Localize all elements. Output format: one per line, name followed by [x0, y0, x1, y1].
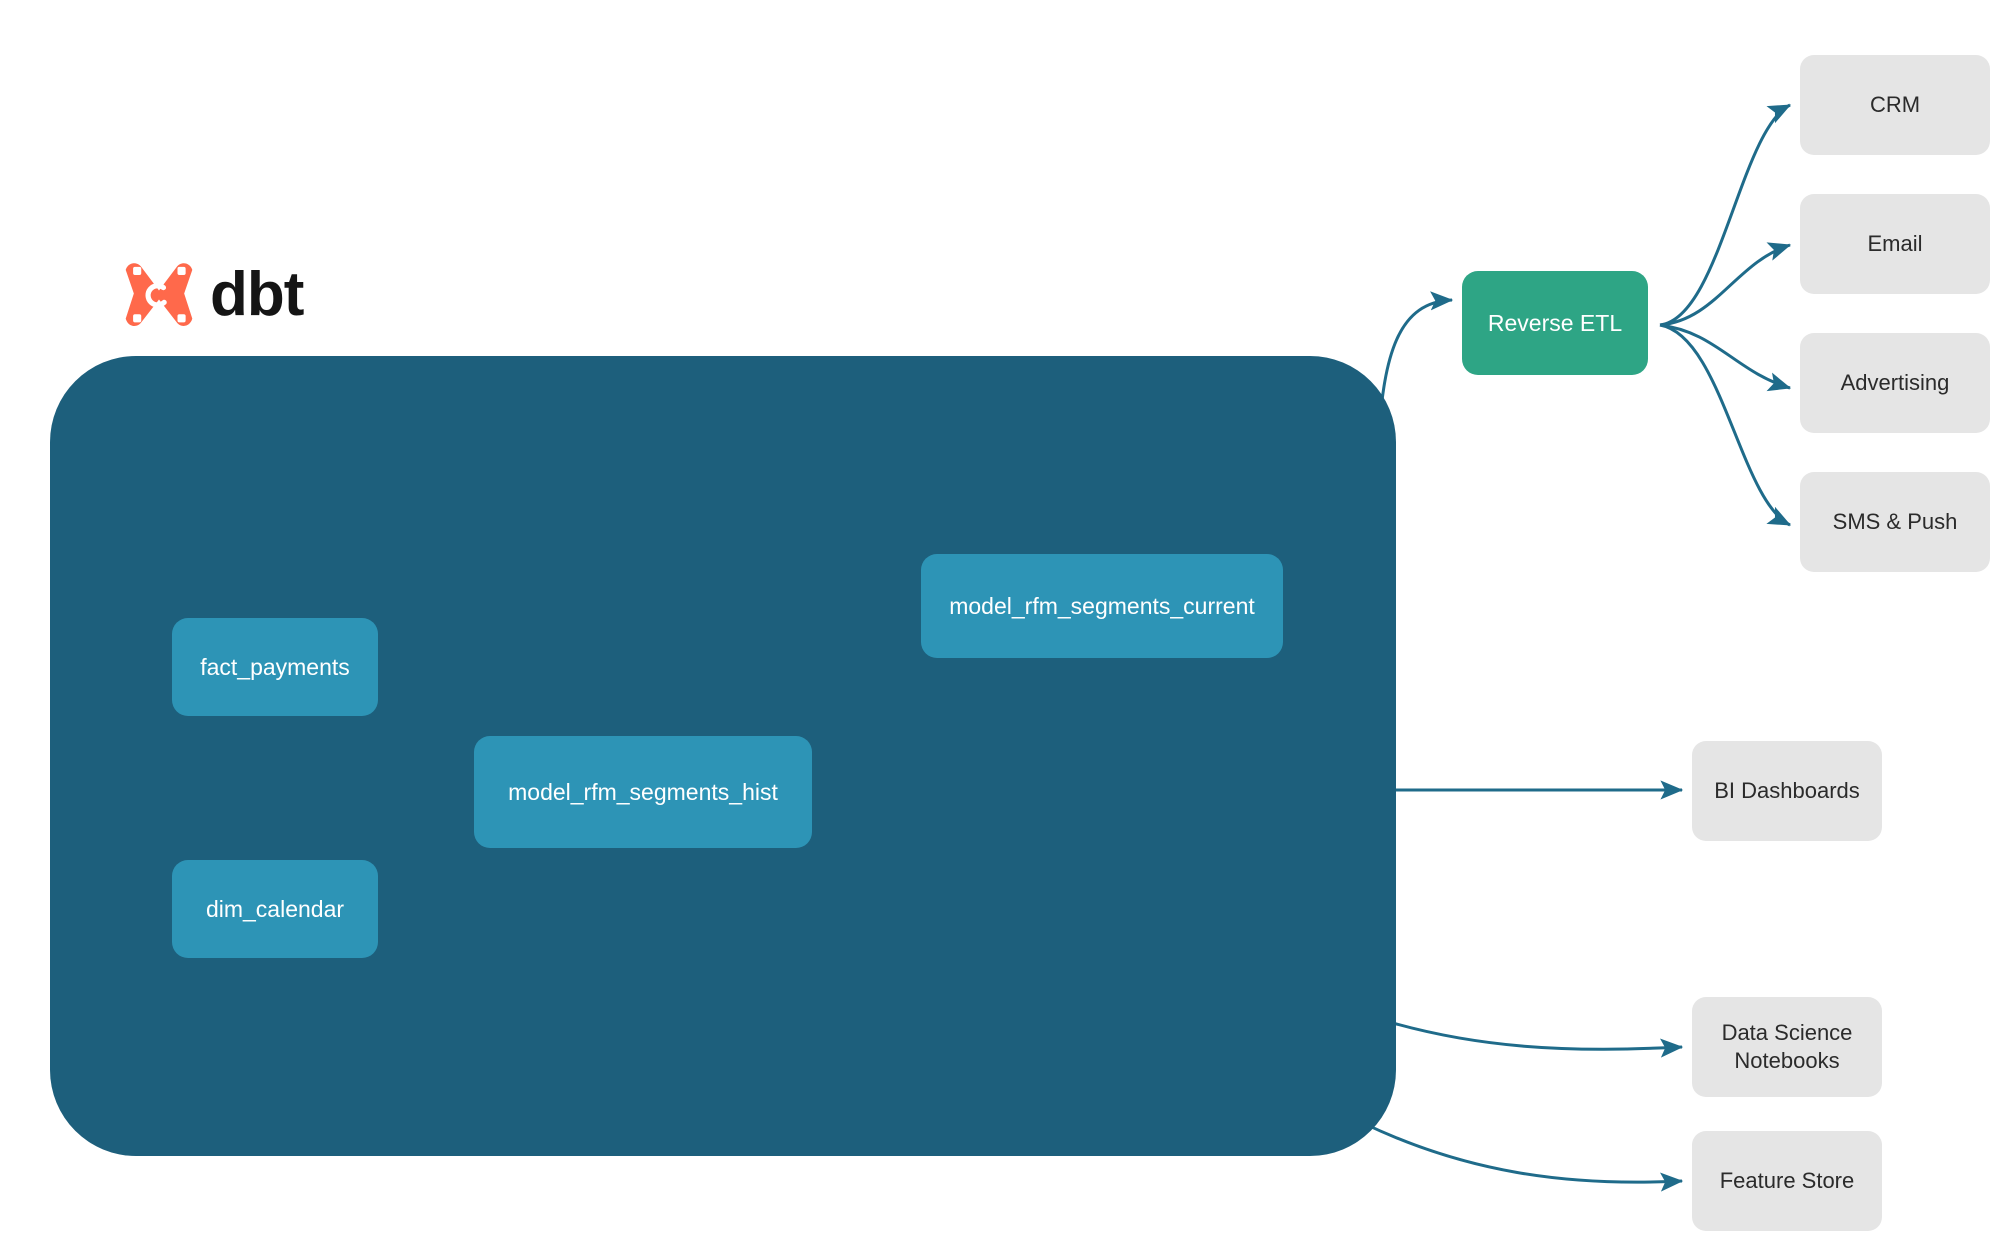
consumer-node-data-science-notebooks[interactable]: Data Science Notebooks [1692, 997, 1882, 1097]
node-label: model_rfm_segments_hist [508, 778, 778, 805]
node-label: Data Science Notebooks [1721, 1019, 1853, 1073]
edge-reverse-etl-to-email [1659, 242, 1792, 327]
destination-node-advertising[interactable]: Advertising [1800, 333, 1990, 433]
destination-node-crm[interactable]: CRM [1800, 55, 1990, 155]
node-label: dim_calendar [205, 895, 345, 922]
model-node-dim-calendar[interactable]: dim_calendar [172, 860, 378, 958]
edge-reverse-etl-to-advertising [1659, 323, 1792, 392]
dbt-wordmark: dbt [210, 260, 304, 329]
consumer-node-feature-store[interactable]: Feature Store [1692, 1131, 1882, 1231]
model-node-rfm-segments-hist[interactable]: model_rfm_segments_hist [474, 736, 812, 848]
dbt-brand: dbt [122, 258, 304, 332]
edge-to-ds-notebooks [1351, 1008, 1684, 1058]
node-label: Advertising [1840, 369, 1950, 395]
destination-node-email[interactable]: Email [1800, 194, 1990, 294]
destination-node-sms-push[interactable]: SMS & Push [1800, 472, 1990, 572]
node-label: Feature Store [1719, 1167, 1855, 1193]
node-label: SMS & Push [1832, 508, 1958, 534]
node-label: CRM [1869, 91, 1921, 117]
node-label: BI Dashboards [1714, 777, 1860, 803]
node-label: Reverse ETL [1487, 309, 1623, 336]
model-node-fact-payments[interactable]: fact_payments [172, 618, 378, 716]
reverse-etl-node[interactable]: Reverse ETL [1462, 271, 1648, 375]
model-node-rfm-segments-current[interactable]: model_rfm_segments_current [921, 554, 1283, 658]
edge-reverse-etl-to-sms-push [1659, 323, 1792, 527]
node-label: fact_payments [200, 653, 350, 680]
node-label: Email [1867, 230, 1923, 256]
dbt-logo-icon [125, 263, 193, 326]
edge-reverse-etl-to-crm [1659, 103, 1792, 327]
edge-to-feature-store [1329, 1104, 1684, 1192]
consumer-node-bi-dashboards[interactable]: BI Dashboards [1692, 741, 1882, 841]
node-label: model_rfm_segments_current [949, 592, 1255, 619]
